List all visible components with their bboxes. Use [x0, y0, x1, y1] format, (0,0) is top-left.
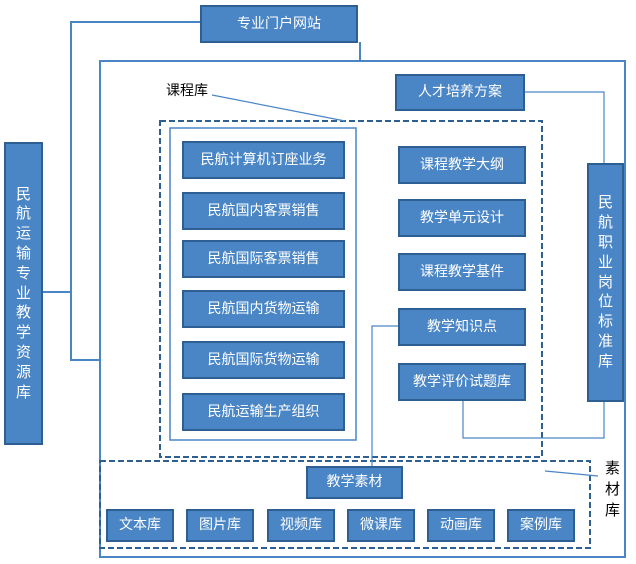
resource-library-label: 民航运输专业教学资源库: [16, 184, 32, 401]
portal-box[interactable]: 专业门户网站: [200, 5, 358, 43]
job-standard-box[interactable]: 民航职业岗位标准库: [587, 163, 624, 402]
course-item[interactable]: 民航国际货物运输: [182, 341, 345, 379]
course-library-leader: [211, 94, 346, 122]
portal-label: 专业门户网站: [237, 15, 321, 32]
standard-to-evaluation-line: [462, 401, 605, 439]
material-library-leader: [544, 470, 599, 477]
resource-to-portal-line: [70, 21, 200, 292]
material-video-library[interactable]: 视频库: [267, 509, 335, 542]
material-image-library[interactable]: 图片库: [186, 509, 254, 542]
plan-to-standard-line: [525, 91, 605, 163]
course-item[interactable]: 民航计算机订座业务: [182, 141, 345, 179]
resource-library-box[interactable]: 民航运输专业教学资源库: [4, 142, 43, 445]
course-item[interactable]: 民航国内货物运输: [182, 290, 345, 328]
component-unit-design[interactable]: 教学单元设计: [398, 199, 526, 237]
talent-plan-box[interactable]: 人才培养方案: [395, 74, 525, 111]
course-library-frame: [159, 120, 543, 458]
material-case-library[interactable]: 案例库: [507, 509, 575, 542]
material-microlesson-library[interactable]: 微课库: [347, 509, 415, 542]
material-library-frame: [99, 460, 591, 549]
resource-to-frame-line-b: [70, 292, 100, 361]
teaching-material-box[interactable]: 教学素材: [306, 466, 403, 499]
material-text-library[interactable]: 文本库: [106, 509, 174, 542]
component-knowledge-points[interactable]: 教学知识点: [398, 308, 526, 346]
course-item[interactable]: 民航国内客票销售: [182, 192, 345, 230]
component-syllabus[interactable]: 课程教学大纲: [398, 146, 526, 184]
component-basics[interactable]: 课程教学基件: [398, 253, 526, 291]
course-item[interactable]: 民航国际客票销售: [182, 240, 345, 278]
knowledge-to-material-line: [371, 325, 398, 468]
component-evaluation-bank[interactable]: 教学评价试题库: [398, 363, 526, 401]
talent-plan-label: 人才培养方案: [418, 84, 502, 101]
main-frame: [99, 60, 626, 558]
course-list-frame: [169, 127, 357, 441]
course-library-title: 课程库: [166, 83, 208, 99]
material-animation-library[interactable]: 动画库: [427, 509, 495, 542]
job-standard-label: 民航职业岗位标准库: [598, 193, 614, 370]
material-library-title: 素材库: [605, 459, 621, 519]
course-item[interactable]: 民航运输生产组织: [182, 393, 345, 431]
